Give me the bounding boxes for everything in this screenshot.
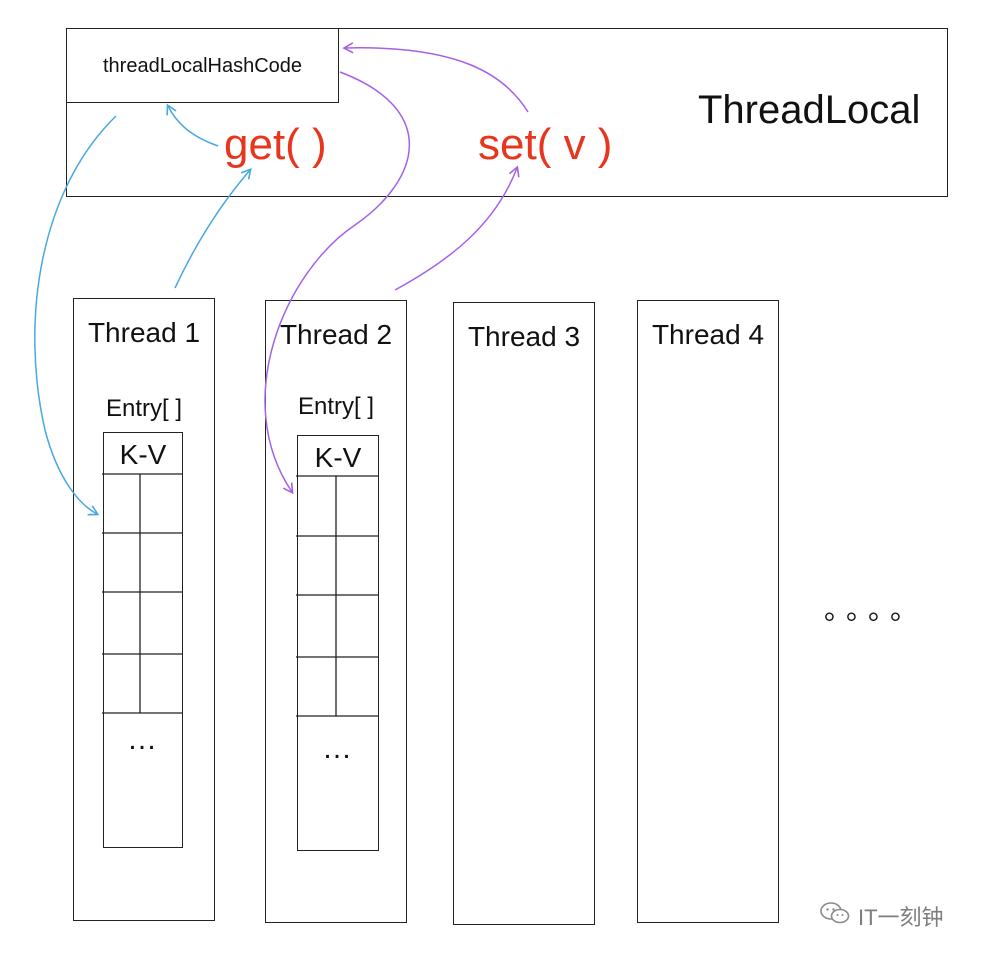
thread-column-3: Thread 3 (453, 302, 595, 925)
entry-table: K-V … (103, 432, 183, 848)
thread2-to-set-arrow (394, 165, 520, 291)
set-method-label: set( v ) (478, 120, 613, 169)
thread-column-4: Thread 4 (637, 300, 779, 923)
thread-column-2: Thread 2 Entry[ ] K-V … (265, 300, 407, 923)
entry-array-label: Entry[ ] (105, 395, 183, 422)
get-flow-arrows (34, 103, 252, 516)
threadlocal-title: ThreadLocal (698, 88, 921, 132)
entry-grid-thread-1 (102, 473, 182, 714)
hashcode-to-entry2-arrow (264, 71, 411, 495)
get-method-label: get( ) (224, 120, 327, 169)
thread1-to-get-arrow (174, 167, 252, 289)
wechat-icon (820, 901, 850, 931)
thread-title: Thread 1 (87, 317, 201, 348)
watermark: IT一刻钟 (820, 900, 944, 932)
entry-grid-thread-2 (296, 475, 378, 717)
thread-title: Thread 3 (467, 321, 581, 352)
entry-ellipsis: … (127, 723, 159, 756)
entry-ellipsis: … (322, 732, 354, 765)
thread-title: Thread 4 (651, 319, 765, 350)
hashcode-field-box (66, 28, 339, 103)
entry-array-label: Entry[ ] (297, 393, 375, 420)
entry-table: K-V … (297, 435, 379, 851)
kv-header: K-V (314, 442, 362, 473)
hashcode-to-entry1-arrow (34, 115, 117, 516)
more-threads-ellipsis: 。。。。 (824, 594, 927, 625)
thread-title: Thread 2 (279, 319, 393, 350)
get-to-hashcode-arrow (166, 103, 219, 147)
thread-column-1: Thread 1 Entry[ ] K-V … (73, 298, 215, 921)
set-to-hashcode-arrow (342, 42, 529, 113)
set-flow-arrows (264, 42, 529, 495)
hashcode-field-label: threadLocalHashCode (102, 55, 303, 77)
threadlocal-box (66, 28, 948, 197)
kv-header: K-V (119, 439, 167, 470)
watermark-text: IT一刻钟 (858, 905, 944, 930)
